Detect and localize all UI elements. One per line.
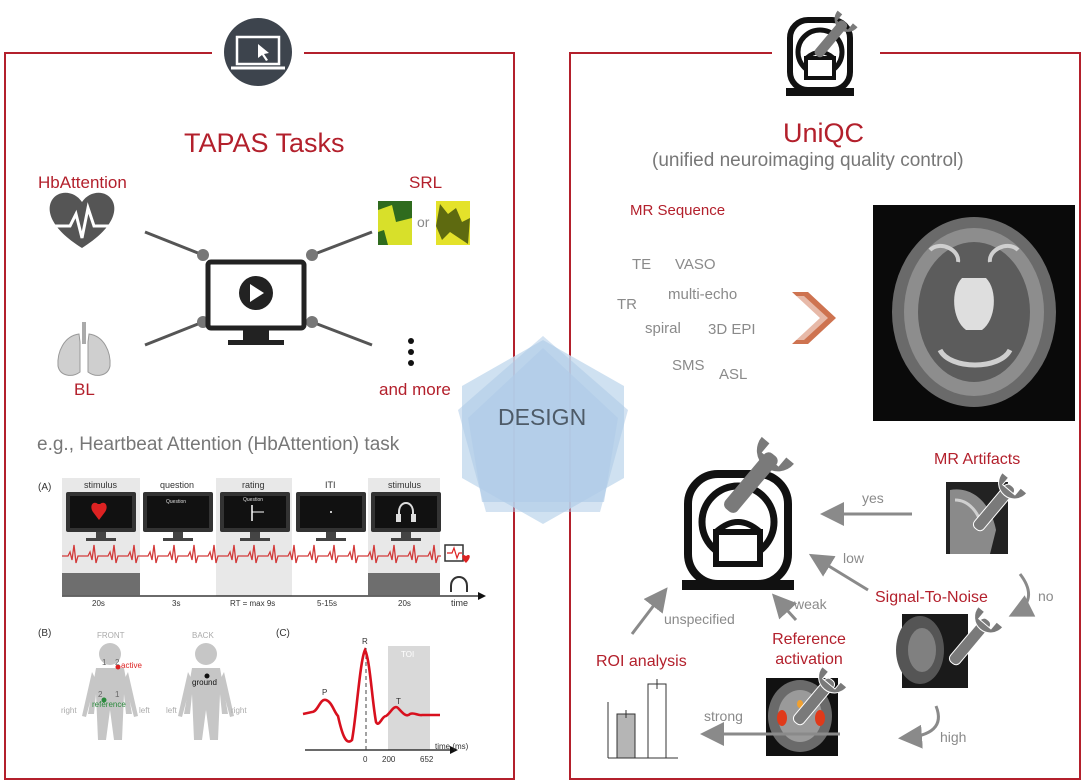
figure-c-label: (C) (276, 628, 290, 639)
active-label: active (121, 661, 142, 670)
srl-image-yellow (436, 201, 470, 245)
figure-a-timeline (62, 478, 486, 600)
left-panel-frame (4, 52, 515, 780)
ground-electrode (204, 673, 210, 679)
front-label: FRONT (97, 631, 125, 640)
monitor-play-icon (205, 259, 307, 345)
electrode-number: 2 (115, 658, 120, 667)
snr-image (896, 605, 1004, 688)
figure-b-body-front (82, 643, 138, 740)
ground-label: ground (192, 678, 217, 687)
roi-bar-chart (607, 679, 678, 759)
reference-label: reference (92, 700, 126, 709)
tick-0: 0 (363, 755, 368, 764)
quality-control-scanner-icon (682, 436, 794, 590)
node-reference-activation: Reference activation (772, 631, 846, 668)
duration-5: 20s (398, 599, 411, 608)
duration-2: 3s (172, 599, 181, 608)
duration-1: 20s (92, 599, 105, 608)
task-label-bl: BL (74, 380, 95, 399)
peak-p-label: P (322, 688, 328, 697)
edge-yes: yes (862, 490, 884, 506)
left-panel-title: TAPAS Tasks (184, 128, 345, 158)
question-screen-text: Question (166, 499, 187, 505)
figure-b-body-back (178, 643, 234, 740)
right-panel-subtitle: (unified neuroimaging quality control) (652, 150, 964, 171)
monitor-connectors (144, 230, 373, 347)
task-label-more: and more (379, 380, 451, 399)
node-signal-to-noise: Signal-To-Noise (875, 589, 988, 606)
sequence-term: TR (617, 296, 637, 313)
sequence-chevron-arrow (792, 292, 836, 344)
reference-activation-image (766, 665, 848, 756)
sequence-term: spiral (645, 320, 681, 337)
reference-electrode (101, 697, 107, 703)
design-label: DESIGN (498, 404, 587, 430)
side-label: right (231, 706, 247, 715)
rating-screen-text: Question (243, 497, 264, 503)
scanner-wrench-icon (786, 10, 858, 96)
edge-strong: strong (704, 708, 743, 724)
edge-no: no (1038, 588, 1054, 604)
node-mr-artifacts: MR Artifacts (934, 451, 1021, 468)
time-label: time (451, 598, 469, 608)
screen-label-2: question (160, 480, 195, 490)
side-label: left (139, 706, 150, 715)
screen-label-4: ITI (325, 480, 336, 490)
electrode-number: 2 (98, 690, 103, 699)
toi-label: TOI (401, 650, 415, 659)
srl-or-label: or (417, 214, 430, 230)
more-dots (408, 338, 414, 366)
sequence-term: 3D EPI (708, 321, 756, 338)
edge-high: high (940, 729, 967, 745)
side-label: right (61, 706, 77, 715)
srl-image-green (378, 201, 412, 245)
figure-b-label: (B) (38, 628, 52, 639)
laptop-icon (224, 18, 292, 86)
screen-label-5: stimulus (388, 480, 422, 490)
back-label: BACK (192, 631, 214, 640)
task-label-hb: HbAttention (38, 173, 127, 192)
mr-brain-image (873, 205, 1075, 421)
time-ms-label: time (ms) (435, 742, 469, 751)
heart-pulse-icon (46, 192, 120, 248)
edge-weak: weak (794, 596, 827, 612)
mr-artifact-image (946, 471, 1028, 554)
peak-t-label: T (396, 697, 401, 706)
screen-label-1: stimulus (84, 480, 118, 490)
sequence-term: multi-echo (668, 286, 738, 303)
side-label: left (166, 706, 177, 715)
design-hexagon (458, 336, 628, 524)
mr-sequence-heading: MR Sequence (630, 202, 726, 219)
right-panel-title: UniQC (783, 118, 865, 148)
screen-label-3: rating (242, 480, 265, 490)
tick-200: 200 (382, 755, 396, 764)
node-roi-analysis: ROI analysis (596, 653, 687, 670)
lungs-icon (57, 322, 111, 376)
peak-r-label: R (362, 637, 368, 646)
task-label-srl: SRL (409, 173, 443, 192)
flow-arrows (630, 502, 1036, 749)
tick-652: 652 (420, 755, 434, 764)
duration-4: 5-15s (317, 599, 338, 608)
connector-dot (306, 316, 318, 328)
sequence-term: VASO (675, 256, 716, 273)
sequence-term: ASL (719, 366, 748, 383)
sequence-term: SMS (672, 357, 705, 374)
connector-dot (197, 249, 209, 261)
sequence-term: TE (632, 256, 652, 273)
edge-low: low (843, 550, 865, 566)
connector-dot (306, 249, 318, 261)
active-electrode (115, 664, 121, 670)
electrode-number: 1 (115, 690, 120, 699)
electrode-number: 1 (102, 658, 107, 667)
right-panel-frame (569, 52, 1081, 780)
edge-unspecified: unspecified (664, 611, 735, 627)
example-caption: e.g., Heartbeat Attention (HbAttention) … (37, 434, 400, 455)
duration-3: RT = max 9s (230, 599, 276, 608)
figure-c-ecg-plot (302, 646, 458, 754)
figure-a-label: (A) (38, 482, 52, 493)
